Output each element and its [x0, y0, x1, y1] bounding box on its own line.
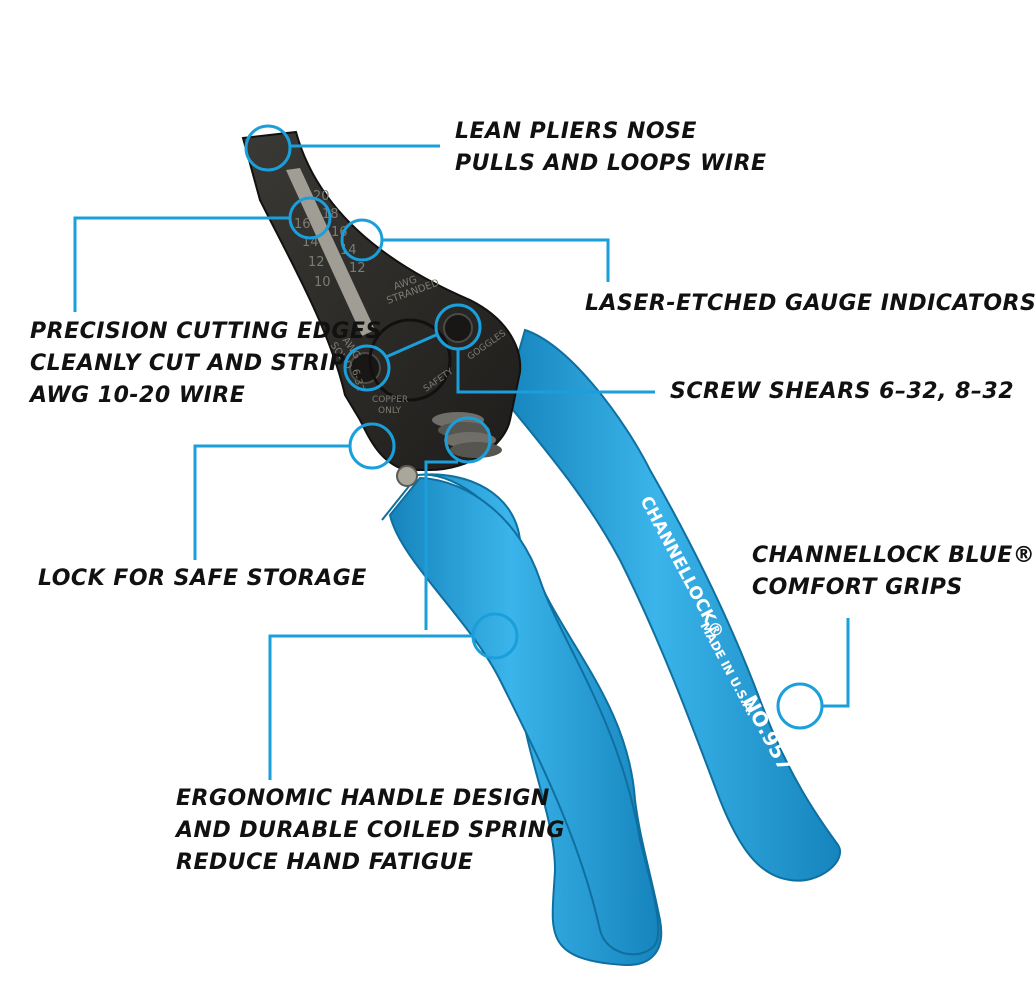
lock-button[interactable]	[396, 465, 418, 487]
callout-precision-cutting: PRECISION CUTTING EDGES CLEANLY CUT AND …	[30, 319, 382, 408]
pliers-illustration: 20 18 16 14 12 16 14 12 10 AWG STRANDED …	[73, 124, 850, 967]
callout-screw-shears: SCREW SHEARS 6–32, 8–32	[670, 379, 1015, 404]
callout-lines	[73, 124, 850, 780]
right-handle-grip	[503, 328, 841, 882]
pivot-rivet	[368, 318, 452, 402]
svg-text:10: 10	[314, 275, 331, 290]
gauge-slot	[286, 168, 375, 336]
callout-ergonomic-handle: ERGONOMIC HANDLE DESIGN AND DURABLE COIL…	[176, 786, 565, 875]
pivot-screw-right	[443, 313, 473, 343]
svg-text:16: 16	[294, 217, 311, 232]
callout-gauge-indicators: LASER-ETCHED GAUGE INDICATORS	[585, 291, 1036, 316]
callout-comfort-grips: CHANNELLOCK BLUE® COMFORT GRIPS	[752, 543, 1036, 600]
svg-text:12: 12	[349, 261, 366, 276]
svg-text:ONLY: ONLY	[378, 406, 402, 416]
left-handle-grip-body	[388, 476, 660, 956]
callout-lean-nose: LEAN PLIERS NOSE PULLS AND LOOPS WIRE	[455, 119, 767, 176]
product-infographic: 20 18 16 14 12 16 14 12 10 AWG STRANDED …	[30, 119, 1036, 967]
callout-lock-storage: LOCK FOR SAFE STORAGE	[38, 566, 367, 591]
svg-text:COPPER: COPPER	[372, 395, 408, 405]
svg-text:12: 12	[308, 255, 325, 270]
